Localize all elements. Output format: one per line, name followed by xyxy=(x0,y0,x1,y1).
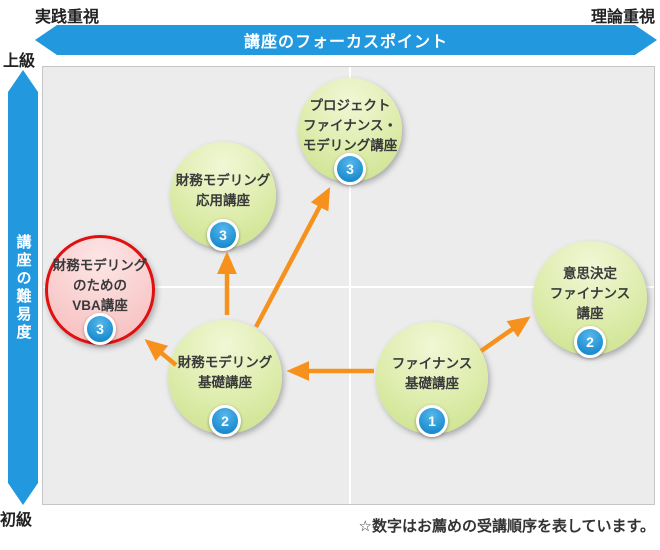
course-order-badge: 2 xyxy=(574,326,606,358)
footnote: ☆数字はお薦めの受講順序を表しています。 xyxy=(358,518,656,535)
course-order-badge: 3 xyxy=(207,219,239,251)
course-label: プロジェクト ファイナンス・ モデリング講座 xyxy=(302,97,398,154)
focus-axis-banner: 講座のフォーカスポイント xyxy=(35,25,657,55)
course-label: 意思決定 ファイナンス 講座 xyxy=(549,265,631,322)
difficulty-axis-banner: 講座の難易度 xyxy=(8,70,38,505)
course-bubble-project-finance-modeling: プロジェクト ファイナンス・ モデリング講座 3 xyxy=(298,78,402,185)
axis-label-beginner: 初級 xyxy=(0,512,33,529)
course-bubble-decision-finance: 意思決定 ファイナンス 講座 2 xyxy=(533,241,647,358)
course-bubble-finance-basic: ファイナンス 基礎講座 1 xyxy=(376,322,488,437)
course-bubble-financial-modeling-advanced: 財務モデリング 応用講座 3 xyxy=(170,142,276,251)
focus-axis-banner-label: 講座のフォーカスポイント xyxy=(243,34,448,51)
course-label: 財務モデリング 基礎講座 xyxy=(177,354,273,390)
vertical-gridline xyxy=(349,67,351,504)
axis-label-theory: 理論重視 xyxy=(591,9,656,26)
course-label: ファイナンス 基礎講座 xyxy=(391,355,473,391)
course-order-badge: 3 xyxy=(84,313,116,345)
horizontal-gridline xyxy=(43,286,654,288)
course-bubble-financial-modeling-basic: 財務モデリング 基礎講座 2 xyxy=(168,320,282,437)
axis-label-practice: 実践重視 xyxy=(35,9,100,26)
course-order-badge: 3 xyxy=(334,153,366,185)
axis-label-advanced: 上級 xyxy=(3,53,36,70)
difficulty-axis-banner-label: 講座の難易度 xyxy=(14,233,32,342)
course-order-badge: 1 xyxy=(416,405,448,437)
course-bubble-vba-for-financial-modeling: 財務モデリング のための VBA講座 3 xyxy=(45,235,155,345)
course-label: 財務モデリング のための VBA講座 xyxy=(52,257,148,314)
course-order-badge: 2 xyxy=(209,405,241,437)
course-label: 財務モデリング 応用講座 xyxy=(175,172,271,208)
